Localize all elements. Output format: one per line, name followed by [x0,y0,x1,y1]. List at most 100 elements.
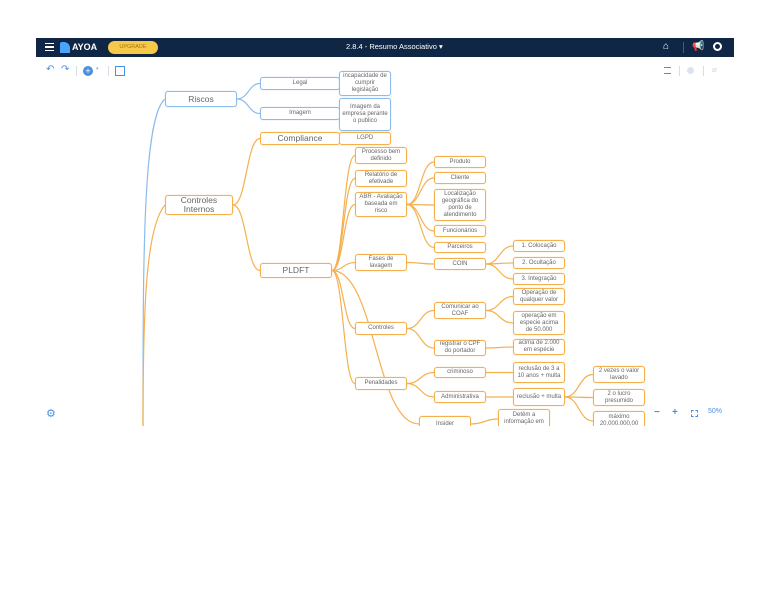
select-box-icon[interactable] [115,66,125,76]
connector-pldft-processo [331,154,356,272]
connector-pldft-abr [331,203,356,272]
node-label: Funcionários [442,227,478,234]
node-processo[interactable]: Processo bem definido [355,147,407,164]
node-insider[interactable]: Insider [419,416,471,426]
node-cliente[interactable]: Cliente [434,172,486,184]
comment-icon[interactable] [687,67,694,74]
node-registrar[interactable]: registrar o CPF do portador [434,340,486,356]
menu-icon[interactable] [45,43,54,51]
trunk-connector [142,98,166,426]
node-label: Controles [368,325,394,331]
node-pldft[interactable]: PLDFT [260,263,332,278]
connector-pldft-penalidades [331,269,356,385]
connector-pldft-insider [331,269,420,425]
connector-abr-produto [406,161,435,206]
node-lgpd[interactable]: LGPD [339,132,391,145]
node-label: Cliente [450,174,470,181]
node-op-especie[interactable]: operação em especie acima de 50.000 [513,311,565,335]
node-label: registrar o CPF do portador [439,341,481,354]
node-funcionarios[interactable]: Funcionários [434,225,486,237]
node-label: 2. Ocultação [522,259,556,266]
node-coin[interactable]: COIN [434,258,486,270]
node-label: reclusão + multa [516,393,562,400]
node-comunicar[interactable]: Comunicar ao COAF [434,302,486,319]
node-criminoso[interactable]: criminoso [434,367,486,378]
fit-screen-icon[interactable] [691,410,698,417]
node-colocacao[interactable]: 1. Colocação [513,240,565,252]
node-reclusao-multa[interactable]: reclusão + multa [513,388,565,406]
connector-riscos-imagem [236,98,261,115]
node-controles-internos[interactable]: Controles Internos [165,195,233,215]
connector-registrar-acima_2000 [485,346,514,349]
home-icon[interactable]: ⌂ [663,41,670,52]
node-abr[interactable]: ABR - Avaliação baseada em risco [355,192,407,217]
connector-riscos-legal [236,82,261,100]
node-label: Comunicar ao COAF [441,303,479,317]
zoom-out-button[interactable]: − [654,407,660,418]
node-legal[interactable]: Legal [260,77,340,90]
connector-controles-comunicar [406,309,435,330]
list-view-icon[interactable] [664,67,671,74]
node-localizacao[interactable]: Localização geográfica do ponto de atend… [434,189,486,221]
node-imagem-empresa[interactable]: Imagem da empresa perante o publico [339,98,391,131]
node-compliance[interactable]: Compliance [260,132,340,145]
node-label: Produto [449,158,471,165]
redo-icon[interactable]: ↷ [61,64,70,75]
connector-pldft-relatorio [331,177,356,272]
node-administrativa[interactable]: Administrativa [434,391,486,403]
node-label: Imagem da empresa perante o publico [342,104,388,124]
map-title-dropdown[interactable]: 2.8.4 - Resumo Associativo ▾ [346,42,443,51]
node-label: Controles Internos [180,195,218,214]
node-vezes-valor[interactable]: 2 vezes o valor lavado [593,366,645,383]
node-label: operação em especie acima de 50.000 [519,312,559,333]
node-detem[interactable]: Detêm a informação em [498,409,550,426]
connector-coin-integracao [485,263,514,280]
connector-controles_internos-compliance [232,137,261,206]
node-label: Compliance [277,133,323,143]
connector-abr-cliente [406,177,435,206]
node-maximo[interactable]: máximo 20.000.000,00 [593,411,645,426]
node-parceiros[interactable]: Parceiros [434,242,486,253]
connector-reclusao_multa-vezes_valor [564,373,594,398]
divider [679,66,680,76]
node-label: Parceiros [447,244,473,250]
connector-penalidades-criminoso [406,371,435,385]
caret-down-icon[interactable]: ▾ [96,66,99,72]
node-riscos[interactable]: Riscos [165,91,237,107]
node-imagem[interactable]: Imagem [260,107,340,120]
node-acima-2000[interactable]: acima de 2.000 em espécie [513,339,565,355]
node-label: ABR - Avaliação baseada em risco [359,194,403,214]
node-reclusao-3[interactable]: reclusão de 3 a 10 anos + multa [513,362,565,383]
node-label: acima de 2.000 em espécie [518,340,560,353]
node-incapacidade[interactable]: incapacidade de cumprir legislação [339,71,391,96]
node-produto[interactable]: Produto [434,156,486,168]
divider [683,42,684,53]
node-label: 1. Colocação [521,242,557,249]
search-icon[interactable] [713,42,722,51]
zoom-level[interactable]: 50% [708,408,723,415]
node-fases[interactable]: Fases de lavagem [355,254,407,271]
node-op-qualquer[interactable]: Operação de qualquer valor [513,288,565,305]
node-label: incapacidade de cumprir legislação [343,73,387,93]
map-title: 2.8.4 - Resumo Associativo [346,42,437,51]
undo-icon[interactable]: ↶ [46,64,55,75]
node-relatorio[interactable]: Relatório de efetivade [355,170,407,187]
zoom-in-button[interactable]: + [672,407,678,418]
top-bar: AYOA UPGRADE 2.8.4 - Resumo Associativo … [36,38,734,57]
node-lucro[interactable]: 2 o lucro presumido [593,389,645,406]
node-integracao[interactable]: 3. Integração [513,273,565,285]
node-ocultacao[interactable]: 2. Ocultação [513,257,565,269]
upgrade-button[interactable]: UPGRADE [108,41,158,54]
attachment-icon[interactable]: ⌀ [712,65,717,74]
ayoa-logo-icon [60,42,70,53]
upgrade-label: UPGRADE [119,44,147,50]
node-label: PLDFT [282,265,310,275]
node-label: Processo bem definido [361,148,401,162]
add-circle-icon[interactable]: + [83,66,93,76]
filter-sliders-icon[interactable]: ⚙ [46,408,56,420]
trunk-connector [142,204,166,426]
node-controles[interactable]: Controles [355,322,407,335]
node-penalidades[interactable]: Penalidades [355,377,407,390]
megaphone-icon[interactable]: 📢 [692,41,705,52]
